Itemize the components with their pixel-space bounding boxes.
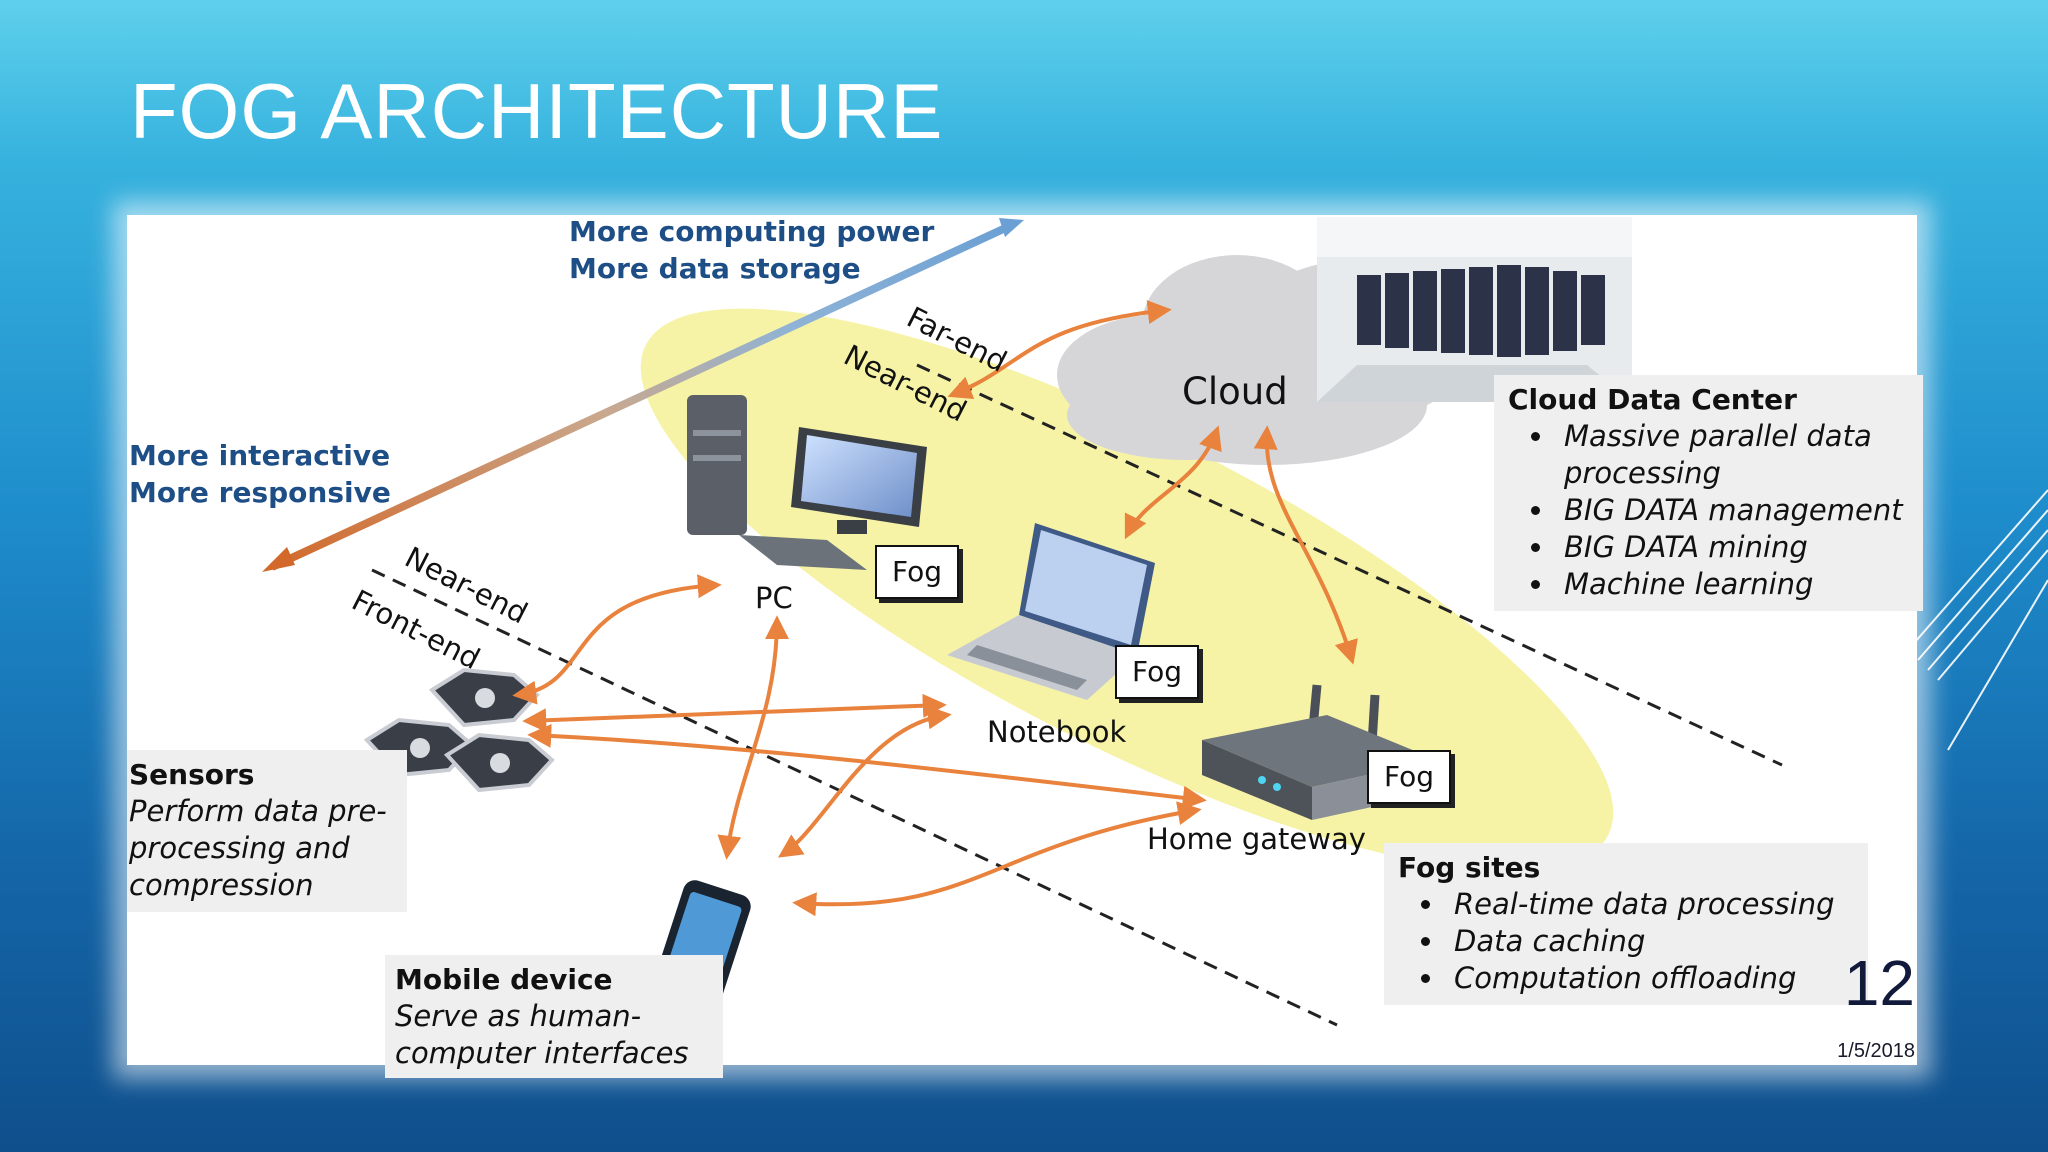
decorative-stripes — [1908, 489, 2048, 751]
home-gateway-label: Home gateway — [1147, 822, 1366, 856]
mobile-device-description: Serve as human-computer interfaces — [395, 999, 689, 1070]
data-center-photo — [1317, 217, 1632, 402]
slide-title: FOG ARCHITECTURE — [130, 67, 944, 155]
cloud-data-center-list: Massive parallel data processing BIG DAT… — [1508, 418, 1923, 603]
list-item: Machine learning — [1556, 566, 1923, 603]
pc-label: PC — [755, 581, 793, 615]
notebook-illustration — [947, 523, 1155, 700]
notebook-label: Notebook — [987, 715, 1127, 749]
page-number: 12 — [1843, 947, 1915, 1019]
diagram-canvas — [262, 217, 1783, 1027]
cloud-label: Cloud — [1182, 370, 1288, 413]
cloud-data-center-box: Cloud Data Center Massive parallel data … — [1494, 375, 1923, 611]
list-item: Real-time data processing — [1446, 886, 1868, 923]
arrow-left-label-2: More responsive — [129, 476, 391, 509]
list-item: BIG DATA management — [1556, 492, 1923, 529]
mobile-device-box: Mobile device Serve as human-computer in… — [385, 955, 723, 1078]
arrow-top-label-1: More computing power — [569, 215, 935, 248]
list-item: Massive parallel data processing — [1556, 418, 1923, 492]
fog-sites-box: Fog sites Real-time data processing Data… — [1384, 843, 1868, 1005]
sensors-description: Perform data pre-processing and compress… — [129, 794, 387, 902]
boundary-upper — [916, 363, 1783, 767]
capability-arrow — [262, 218, 1024, 572]
fog-sites-list: Real-time data processing Data caching C… — [1398, 886, 1868, 997]
arrow-left-label-1: More interactive — [129, 439, 391, 472]
mobile-device-title: Mobile device — [395, 963, 613, 996]
list-item: Data caching — [1446, 923, 1868, 960]
sensors-box: Sensors Perform data pre-processing and … — [127, 750, 407, 912]
slide-date: 1/5/2018 — [1837, 1040, 1915, 1062]
arrow-top-label-2: More data storage — [569, 252, 861, 285]
cloud-data-center-title: Cloud Data Center — [1508, 383, 1797, 416]
pc-illustration — [687, 395, 927, 570]
list-item: BIG DATA mining — [1556, 529, 1923, 566]
fog-badge-pc: Fog — [875, 545, 959, 599]
sensors-title: Sensors — [129, 758, 255, 791]
list-item: Computation offloading — [1446, 960, 1868, 997]
fog-architecture-figure: More computing power More data storage M… — [127, 215, 1923, 1078]
fog-badge-gateway: Fog — [1367, 750, 1451, 804]
connection-arrows — [512, 300, 1358, 917]
fog-badge-notebook: Fog — [1115, 645, 1199, 699]
fog-sites-title: Fog sites — [1398, 851, 1541, 884]
